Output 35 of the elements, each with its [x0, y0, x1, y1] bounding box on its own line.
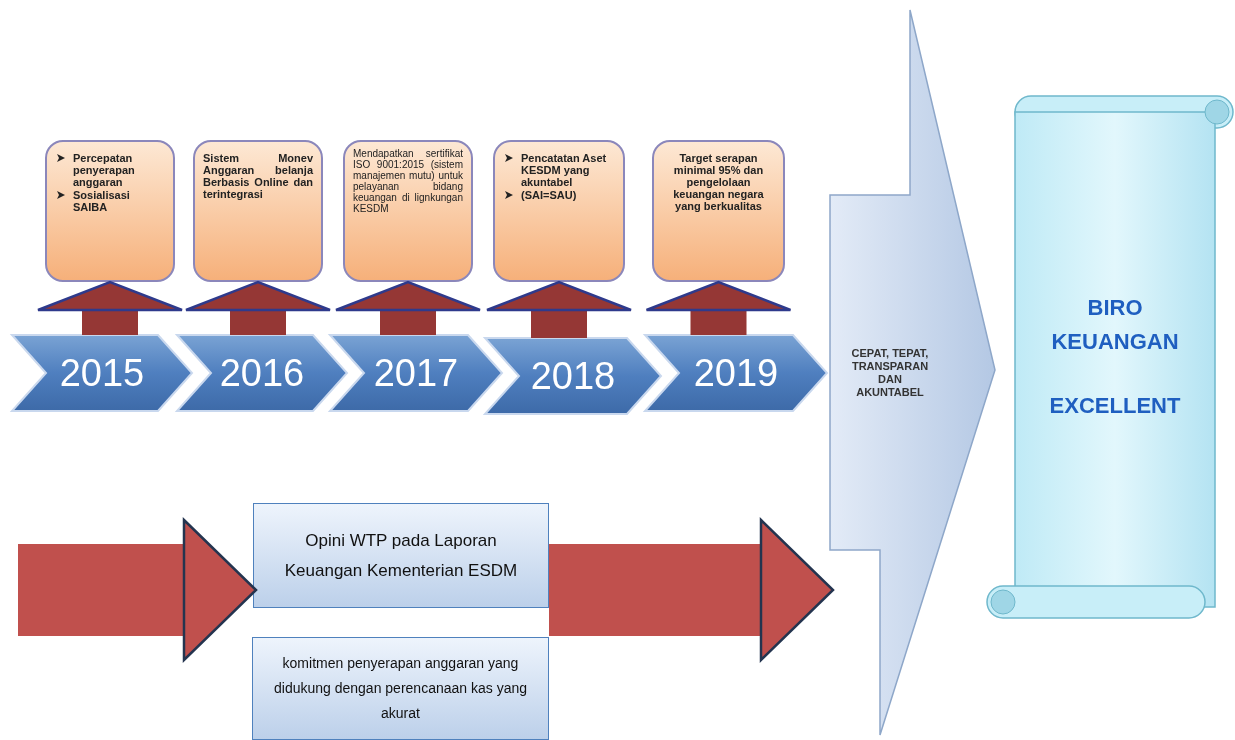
info-box	[253, 503, 549, 608]
up-arrow	[334, 280, 482, 335]
milestone-box	[652, 140, 785, 282]
block-arrow	[18, 518, 258, 662]
milestone-text: Percepatan penyerapan anggaran	[73, 152, 136, 188]
milestone-text: Target serapan minimal 95% dan pengelolaan keuangan negara yang berkualitas	[672, 152, 765, 212]
info-text: Opini WTP pada Laporan Keuangan Kementerian ESDM	[283, 529, 519, 582]
info-text: komitmen penyerapan anggaran yang didukung dengan perencanaan kas yang akurat	[273, 654, 528, 723]
milestone-text: Mendapatkan sertifikat ISO 9001:2015 (sistem manajemen mutu) untuk pelayanan bidang keuangan di lignkungan KESDM	[353, 148, 463, 214]
milestone-text: (SAI=SAU)	[521, 189, 577, 201]
arrow-text: CEPAT, TEPAT, TRANSPARAN DAN AKUNTABEL	[850, 346, 930, 399]
milestone-box	[493, 140, 625, 282]
milestone-text: Pencatatan Aset KESDM yang akuntabel	[521, 152, 608, 188]
year-banner	[485, 338, 661, 414]
year-label: 2016	[219, 351, 305, 395]
milestone-box	[45, 140, 175, 282]
up-arrow	[485, 280, 633, 338]
up-arrow	[36, 280, 184, 335]
up-arrow	[645, 280, 792, 335]
milestone-box	[343, 140, 473, 282]
milestone-box	[193, 140, 323, 282]
year-label: 2015	[59, 351, 145, 395]
year-banner	[330, 335, 502, 411]
year-label: 2019	[693, 351, 779, 395]
info-box	[252, 637, 549, 740]
year-banner	[645, 335, 827, 411]
year-label: 2018	[530, 354, 616, 398]
pointed-panel	[830, 10, 995, 735]
up-arrow	[184, 280, 332, 335]
block-arrow	[549, 518, 835, 662]
year-label: 2017	[373, 351, 459, 395]
year-banner	[12, 335, 192, 411]
year-banner	[177, 335, 347, 411]
milestone-text: Sistem Monev Anggaran belanja Berbasis Online dan terintegrasi	[203, 152, 313, 200]
milestone-text: Sosialisasi SAIBA	[73, 189, 131, 213]
